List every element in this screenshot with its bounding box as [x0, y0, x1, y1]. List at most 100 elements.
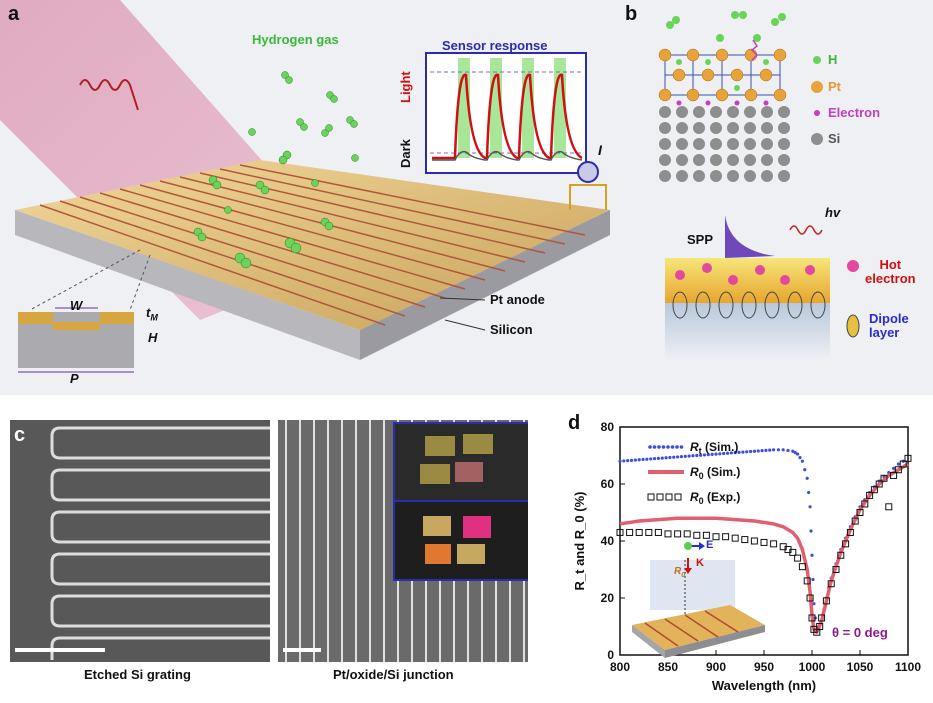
series-point: [691, 454, 695, 458]
chip-front-side: [15, 210, 360, 360]
sem-grating-lines: [15, 426, 270, 660]
series-point: [837, 551, 845, 559]
legend-marker: [652, 445, 657, 449]
pt-anode-label: Pt anode: [490, 292, 545, 307]
series-point: [645, 457, 649, 461]
dipole-layer-label-line1: Dipole: [869, 311, 909, 326]
hydrogen-molecules: [193, 71, 359, 269]
series-point: [683, 530, 691, 538]
series-point: [618, 459, 622, 463]
series-point: [731, 534, 739, 542]
hot-electron-label-line1: Hot: [879, 257, 902, 272]
series-point: [745, 450, 749, 454]
series-point: [810, 553, 814, 557]
metal-layer: [665, 258, 830, 303]
series-point: [693, 531, 701, 539]
grating-lines: [39, 164, 586, 326]
chip-right-side: [360, 210, 610, 360]
y-tick-label: 0: [607, 648, 614, 662]
series-point: [896, 462, 900, 466]
series-point: [894, 466, 902, 474]
series-point: [798, 563, 806, 571]
legend-label: R0 (Exp.): [690, 490, 740, 506]
series-point: [676, 455, 680, 459]
legend-marker: [679, 445, 684, 449]
legend-marker: [648, 445, 652, 449]
legend-marker: [665, 493, 673, 501]
series-point: [702, 453, 707, 457]
series-point: [803, 468, 807, 472]
series-point: [892, 466, 896, 470]
legend-label: Rt (Sim.): [690, 440, 738, 456]
series-point: [706, 453, 710, 457]
series-point: [768, 448, 772, 452]
series-point: [683, 454, 687, 458]
p-label: P: [70, 371, 79, 386]
dipole-layer-label: Dipole layer: [869, 312, 909, 340]
legend-dipole-icon: [846, 314, 860, 338]
series-point: [714, 452, 718, 456]
inset-k-label: K: [696, 557, 704, 569]
series-point: [616, 528, 624, 536]
h-label: H: [148, 330, 158, 345]
series-point: [652, 457, 657, 461]
dipoles: [672, 291, 826, 319]
ammeter-icon: [577, 161, 599, 183]
series-point: [641, 457, 645, 462]
panel-a-label: a: [8, 3, 20, 25]
series-point: [794, 554, 802, 562]
series-point: [772, 448, 776, 452]
series-point: [756, 449, 760, 453]
series-point: [764, 448, 768, 452]
x-tick-label: 800: [610, 660, 630, 674]
series-point: [687, 454, 691, 458]
series-point: [808, 505, 812, 509]
legend-pt-label: Pt: [828, 79, 841, 94]
current-label: I: [598, 142, 602, 158]
sensor-response-pulses: [430, 58, 584, 161]
hot-electrons: [675, 263, 815, 285]
x-tick-label: 1000: [799, 660, 826, 674]
series-point: [770, 540, 778, 548]
sem-image-etched: [10, 420, 270, 662]
panel-b-label: b: [625, 3, 638, 25]
inset-r0-main: R: [674, 566, 682, 577]
series-point: [904, 454, 912, 462]
chip-photos: [395, 424, 528, 579]
series-point: [741, 536, 749, 544]
series-point: [664, 530, 672, 538]
silicon-label: Silicon: [490, 322, 533, 337]
hydrogen-gas-label: Hydrogen gas: [252, 32, 339, 47]
series-point: [832, 566, 840, 573]
x-tick-label: 1100: [895, 660, 921, 674]
x-tick-label: 900: [706, 660, 726, 674]
series-point: [811, 577, 815, 582]
series-point: [748, 449, 753, 454]
hot-electron-label: Hot electron: [865, 258, 916, 286]
series-point: [899, 460, 907, 468]
series-point: [806, 594, 814, 602]
x-tick-label: 950: [754, 660, 774, 674]
series-point: [789, 548, 797, 556]
chart-inset-sample: [632, 542, 765, 658]
silicon-layer: [665, 303, 830, 360]
series-point: [722, 451, 726, 456]
legend-h-icon: [813, 56, 821, 64]
spp-label: SPP: [687, 232, 714, 247]
panel-b: b H Pt Electron Si SPP hv Hot electron D…: [625, 0, 933, 395]
legend-label: R0 (Sim.): [690, 465, 740, 481]
series-point: [637, 458, 641, 462]
legend-si-label: Si: [828, 131, 841, 146]
y-tick-label: 60: [601, 477, 615, 491]
series-point: [822, 597, 830, 605]
y-tick-label: 20: [601, 591, 615, 605]
series-point: [816, 623, 824, 630]
series-point: [733, 451, 737, 455]
theta-label: θ = 0 deg: [832, 625, 888, 640]
inset-r0-label: R0: [674, 566, 685, 579]
series-point: [875, 480, 883, 488]
series-point: [626, 459, 630, 463]
series-point: [890, 471, 898, 479]
